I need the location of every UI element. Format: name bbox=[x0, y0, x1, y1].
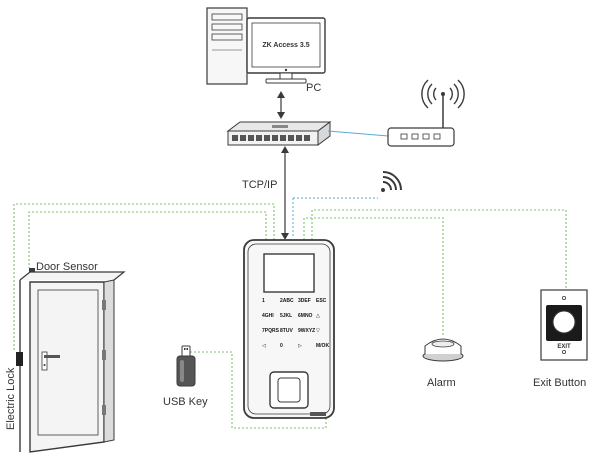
keypad-key: ▽ bbox=[316, 328, 320, 334]
alarm-icon bbox=[422, 338, 464, 362]
door-handle-icon bbox=[41, 351, 60, 371]
exit-button-label: Exit Button bbox=[533, 377, 586, 389]
door bbox=[16, 268, 126, 453]
exit-push-icon bbox=[552, 310, 576, 334]
keypad-key: △ bbox=[316, 313, 320, 319]
usb-key-icon bbox=[176, 345, 196, 387]
keypad-key: 7PQRS bbox=[262, 328, 280, 334]
router-signal-icon bbox=[421, 79, 465, 109]
tcpip-link bbox=[281, 146, 289, 240]
keypad-key: 2ABC bbox=[280, 298, 294, 304]
wireless-router bbox=[387, 79, 465, 147]
keypad-key: 9WXYZ bbox=[298, 328, 315, 334]
door-sensor-label: Door Sensor bbox=[36, 261, 98, 273]
keypad-key: 4GHI bbox=[262, 313, 274, 319]
keypad-key: 5JKL bbox=[280, 313, 292, 319]
pc-computer: ZK Access 3.5 PC bbox=[206, 7, 326, 94]
wifi-icon bbox=[381, 171, 402, 192]
network-switch bbox=[226, 121, 332, 146]
exit-button-device: EXIT bbox=[540, 289, 588, 361]
green-wiring bbox=[13, 203, 567, 429]
terminal-screen bbox=[263, 253, 315, 293]
door-sensor-icon bbox=[29, 268, 35, 272]
usb-port bbox=[310, 412, 326, 416]
keypad-key: 1 bbox=[262, 298, 265, 304]
switch-router-cable bbox=[327, 130, 389, 137]
tcpip-label: TCP/IP bbox=[242, 179, 277, 191]
fingerprint-sensor-icon bbox=[269, 371, 309, 409]
keypad-key: 6MNO bbox=[298, 313, 313, 319]
switch-ports bbox=[232, 135, 310, 141]
keypad-key: 8TUV bbox=[280, 328, 293, 334]
keypad-key: 3DEF bbox=[298, 298, 311, 304]
keypad-key: ◁ bbox=[262, 343, 266, 349]
electric-lock-icon bbox=[16, 352, 23, 366]
keypad-key: ▷ bbox=[298, 343, 302, 349]
keypad-key: M/OK bbox=[316, 343, 329, 349]
alarm-label: Alarm bbox=[427, 377, 456, 389]
usb-key-label: USB Key bbox=[163, 396, 208, 408]
pc-switch-link bbox=[277, 91, 285, 119]
electric-lock-label: Electric Lock bbox=[5, 367, 17, 430]
pc-label: PC bbox=[306, 82, 321, 94]
software-name: ZK Access 3.5 bbox=[262, 42, 309, 49]
pc-monitor: ZK Access 3.5 bbox=[246, 17, 326, 84]
keypad-key: ESC bbox=[316, 298, 327, 304]
exit-plate-text: EXIT bbox=[557, 344, 571, 350]
keypad-key: 0 bbox=[280, 343, 283, 349]
pc-tower bbox=[206, 7, 248, 85]
